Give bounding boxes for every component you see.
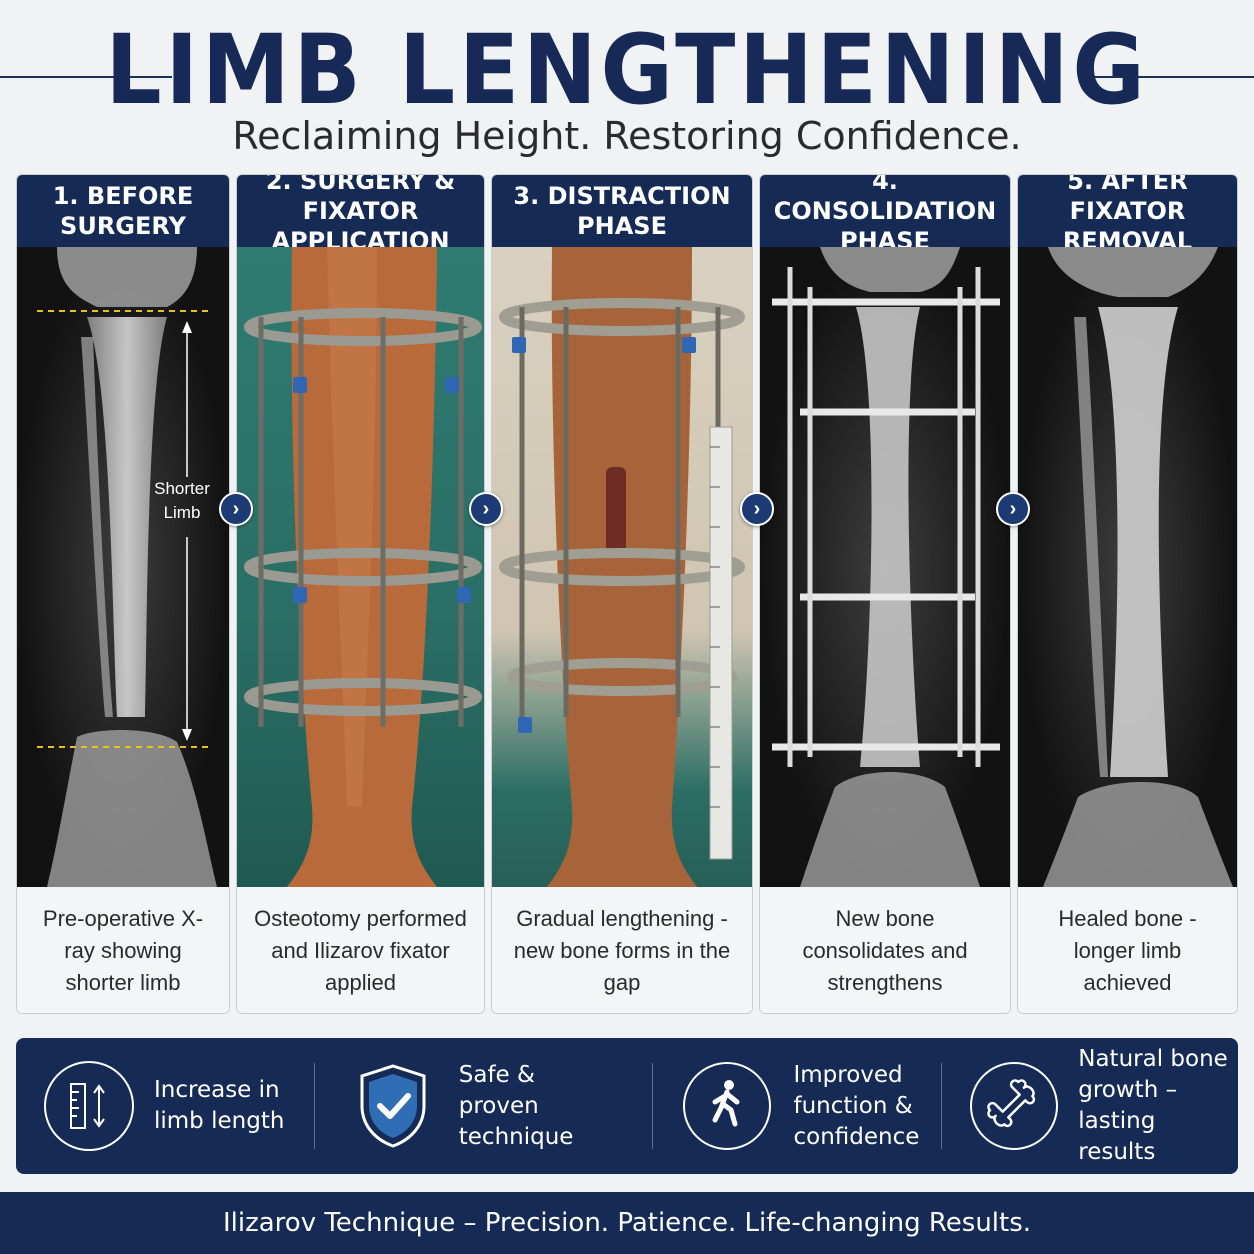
xray-after-image <box>1018 247 1237 887</box>
step-header: 5. AFTER FIXATOR REMOVAL <box>1018 175 1237 255</box>
page-title: LIMB LENGTHENING <box>105 14 1149 126</box>
title-area: LIMB LENGTHENING <box>0 14 1254 126</box>
step-header: 1. BEFORE SURGERY <box>17 175 229 247</box>
step-caption: Gradual lengthening - new bone forms in … <box>492 887 752 1013</box>
step-caption: Osteotomy performed and Ilizarov fixator… <box>237 887 484 1013</box>
benefit-divider <box>313 1063 315 1149</box>
next-step-chevron-icon: › <box>469 492 503 526</box>
benefit-divider <box>652 1063 654 1149</box>
benefit-limb-length: Increase in limb length <box>16 1038 314 1174</box>
step-panel-consolidation: 4. CONSOLIDATION PHASE New bone consolid… <box>759 174 1011 1014</box>
benefit-text: Improved function & confidence <box>793 1061 920 1150</box>
step-caption: New bone consolidates and strengthens <box>760 887 1010 1013</box>
page-subtitle: Reclaiming Height. Restoring Confidence. <box>232 114 1022 158</box>
benefit-natural-growth: Natural bone growth – lasting results <box>942 1038 1238 1174</box>
title-rule-left <box>0 76 172 78</box>
benefits-bar: Increase in limb length Safe & proven te… <box>16 1038 1238 1174</box>
xray-consolidation-image <box>760 247 1010 887</box>
step-panel-after-removal: 5. AFTER FIXATOR REMOVAL Healed bone - l… <box>1017 174 1238 1014</box>
step-caption: Healed bone - longer limb achieved <box>1018 887 1237 1013</box>
title-rule-right <box>1082 76 1254 78</box>
distraction-leg-illustration <box>499 247 745 887</box>
shield-check-icon <box>353 1061 433 1151</box>
benefit-divider <box>941 1063 943 1149</box>
fixator-photo <box>237 247 484 887</box>
distraction-photo <box>492 247 752 887</box>
xray-leg-illustration <box>37 247 217 887</box>
step-caption: Pre-operative X-ray showing shorter limb <box>17 887 229 1013</box>
bone-icon <box>970 1062 1059 1150</box>
walking-person-icon <box>683 1062 772 1150</box>
step-header: 3. DISTRACTION PHASE <box>492 175 752 247</box>
benefit-text: Safe & proven technique <box>458 1061 574 1150</box>
fixator-leg-illustration <box>244 247 482 887</box>
benefit-safe-technique: Safe & proven technique <box>315 1038 653 1174</box>
step-panel-distraction: 3. DISTRACTION PHASE <box>491 174 753 1014</box>
footer-tagline: Ilizarov Technique – Precision. Patience… <box>0 1192 1254 1254</box>
benefit-function-confidence: Improved function & confidence <box>653 1038 941 1174</box>
xray-healed-illustration <box>1043 247 1233 887</box>
benefit-text: Increase in limb length <box>154 1077 285 1134</box>
step-header: 2. SURGERY & FIXATOR APPLICATION <box>237 175 484 255</box>
next-step-chevron-icon: › <box>219 492 253 526</box>
ruler-arrow-icon <box>44 1061 134 1151</box>
xray-fixator-illustration <box>772 247 1000 887</box>
benefit-text: Natural bone growth – lasting results <box>1078 1046 1228 1165</box>
step-panel-surgery: 2. SURGERY & FIXATOR APPLICATION <box>236 174 485 1014</box>
shorter-limb-annotation: Shorter Limb <box>154 479 210 522</box>
xray-before-image: Shorter Limb <box>17 247 229 887</box>
next-step-chevron-icon: › <box>996 492 1030 526</box>
next-step-chevron-icon: › <box>740 492 774 526</box>
step-panel-before-surgery: 1. BEFORE SURGERY Shorter Limb Pre-opera… <box>16 174 230 1014</box>
step-header: 4. CONSOLIDATION PHASE <box>760 175 1010 255</box>
